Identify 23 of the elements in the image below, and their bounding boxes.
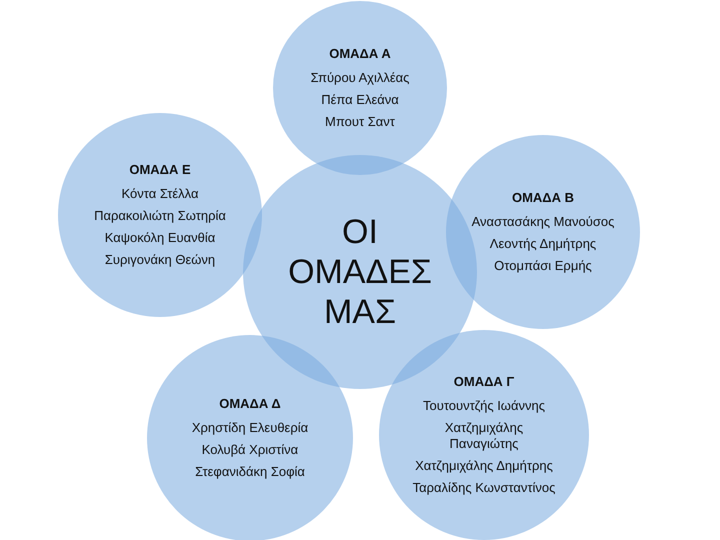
member-name: Σπύρου Αχιλλέας [310, 70, 410, 86]
member-name: Κολυβά Χριστίνα [202, 442, 298, 458]
member-name: Πέπα Ελεάνα [321, 92, 399, 108]
member-name: Τουτουντζής Ιωάννης [423, 398, 545, 414]
member-name: Συριγονάκη Θεώνη [104, 252, 216, 268]
member-name: Χατζημιχάλης Δημήτρης [415, 458, 553, 474]
member-name: Αναστασάκης Μανούσος [472, 214, 614, 230]
member-name: Οτομπάσι Ερμής [494, 258, 592, 274]
group-heading: ΟΜΑΔΑ Ε [129, 162, 191, 178]
member-name: Κόντα Στέλλα [122, 186, 198, 202]
member-name: Λεοντής Δημήτρης [490, 236, 596, 252]
group-heading: ΟΜΑΔΑ Β [512, 190, 574, 206]
member-name: Χατζημιχάλης Παναγιώτης [444, 420, 524, 452]
member-name: Καψοκόλη Ευανθία [104, 230, 216, 246]
member-name: Στεφανιδάκη Σοφία [195, 464, 305, 480]
group-heading: ΟΜΑΔΑ Α [329, 46, 391, 62]
group-heading: ΟΜΑΔΑ Γ [454, 374, 514, 390]
member-name: Παρακοιλιώτη Σωτηρία [94, 208, 226, 224]
title-text: ΟΙ ΟΜΑΔΕΣ ΜΑΣ [287, 212, 433, 332]
member-name: Χρηστίδη Ελευθερία [192, 420, 308, 436]
group-heading: ΟΜΑΔΑ Δ [219, 396, 281, 412]
member-name: Μπουτ Σαντ [325, 114, 395, 130]
member-name: Ταραλίδης Κωνσταντίνος [412, 480, 556, 496]
